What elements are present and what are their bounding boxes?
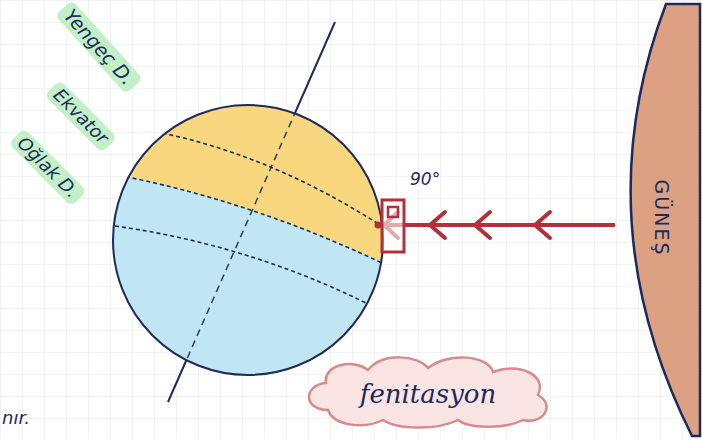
angle-label: 90° — [410, 170, 440, 189]
sun-label: GÜNEŞ — [651, 180, 673, 257]
sun-shape: GÜNEŞ — [604, 0, 702, 439]
cloud-shape: fenitasyon — [298, 350, 560, 432]
term-label: fenitasyon — [360, 379, 496, 409]
note-fragment: nır. — [2, 408, 30, 428]
